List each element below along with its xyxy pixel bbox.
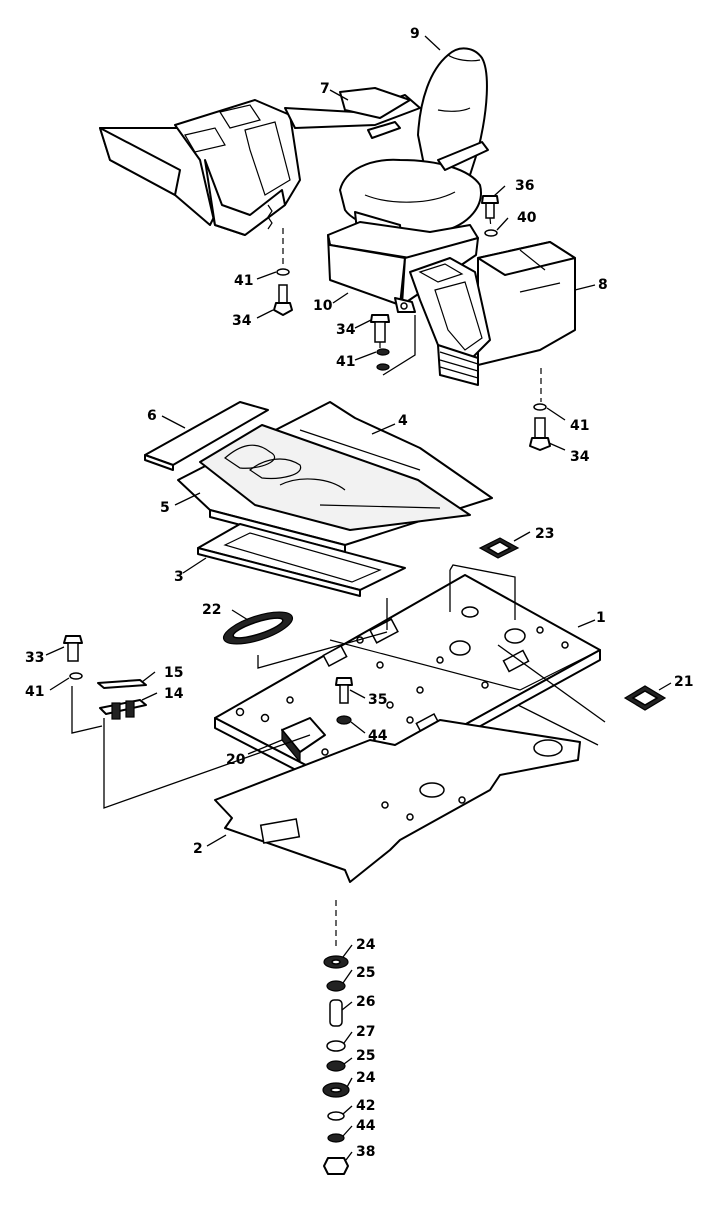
callout-38: 38 (356, 1144, 375, 1160)
callout-7: 7 (320, 81, 330, 97)
callout-9: 9 (410, 26, 420, 42)
callout-24-lower: 24 (356, 1070, 376, 1086)
callout-24-upper: 24 (356, 937, 376, 953)
callout-2: 2 (193, 841, 203, 857)
callout-41-left: 41 (25, 684, 44, 700)
callout-23: 23 (535, 526, 554, 542)
callout-36: 36 (515, 178, 534, 194)
callout-41-right: 41 (570, 418, 589, 434)
callout-26: 26 (356, 994, 375, 1010)
callout-25-lower: 25 (356, 1048, 375, 1064)
seat-stand (327, 221, 479, 313)
floor-mat-5 (199, 424, 471, 531)
floor-mat-3 (197, 523, 406, 597)
callout-44-lower: 44 (356, 1118, 376, 1134)
callout-14: 14 (164, 686, 184, 702)
callout-41-middle: 41 (336, 354, 355, 370)
callout-20: 20 (226, 752, 246, 768)
callout-34-right: 34 (570, 449, 590, 465)
left-control-console (99, 87, 421, 236)
callout-1: 1 (596, 610, 606, 626)
grommet-21 (623, 685, 667, 711)
operator-seat (339, 47, 489, 249)
callout-33: 33 (25, 650, 44, 666)
floor-mat-6 (144, 401, 269, 471)
assembly-lines (71, 217, 606, 950)
callout-44-upper: 44 (368, 728, 388, 744)
callout-4: 4 (398, 413, 408, 429)
callout-6: 6 (147, 408, 157, 424)
callout-41-upper: 41 (234, 273, 253, 289)
callout-3: 3 (174, 569, 184, 585)
callout-22: 22 (202, 602, 221, 618)
callout-8: 8 (598, 277, 608, 293)
rubber-block-20 (281, 717, 326, 764)
callout-27: 27 (356, 1024, 375, 1040)
right-control-console (409, 241, 576, 386)
callout-21: 21 (674, 674, 693, 690)
callout-34-middle: 34 (336, 322, 356, 338)
callout-5: 5 (160, 500, 170, 516)
grommet-23 (478, 537, 520, 559)
callout-42: 42 (356, 1098, 375, 1114)
callout-35: 35 (368, 692, 387, 708)
leader-lines (45, 35, 672, 1161)
callout-10: 10 (313, 298, 333, 314)
grommet-22 (222, 611, 294, 645)
callout-34-upper: 34 (232, 313, 252, 329)
callout-labels: 9 7 36 40 8 41 10 34 34 41 41 34 6 4 5 2… (25, 26, 693, 1160)
callout-40: 40 (517, 210, 537, 226)
base-plate-2 (214, 719, 581, 883)
callout-25-upper: 25 (356, 965, 375, 981)
callout-15: 15 (164, 665, 183, 681)
